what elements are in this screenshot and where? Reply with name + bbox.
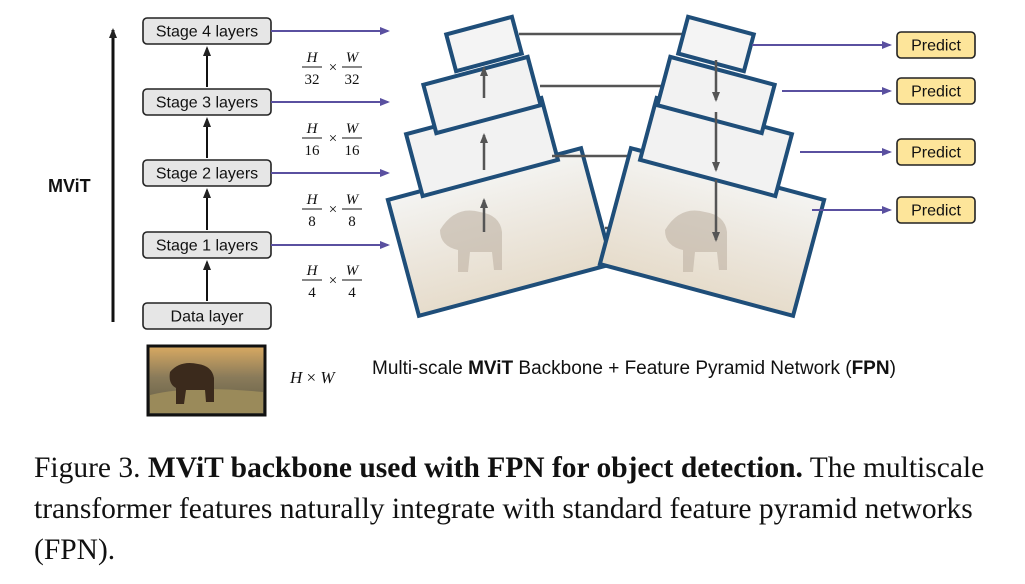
backbone-feature-pyramid: [385, 14, 615, 319]
scale-1-8-den-h: 8: [308, 214, 316, 230]
scale-1-16-times: ×: [329, 131, 337, 147]
predict-box-2: Predict: [896, 77, 976, 105]
scale-1-32-den-h: 32: [305, 72, 320, 88]
backbone-level-4: [443, 14, 525, 74]
stage-3-label: Stage 3 layers: [156, 95, 258, 112]
scale-1-32-num-w: W: [346, 50, 360, 66]
stage-4-label: Stage 4 layers: [156, 24, 258, 41]
scale-1-8-num-w: W: [346, 192, 360, 208]
backbone-level-3: [420, 54, 544, 136]
data-layer-box: Data layer: [142, 302, 272, 330]
scale-1-4-den-w: 4: [348, 285, 356, 301]
scale-1-16-den-w: 16: [345, 143, 361, 159]
fpn-level-4: [675, 14, 757, 74]
input-size-times: ×: [306, 368, 317, 387]
stage-4-box: Stage 4 layers: [142, 17, 272, 45]
diagram-caption-mvit: MViT: [468, 358, 514, 379]
diagram-caption-pre: Multi-scale: [372, 358, 469, 379]
input-size-w: W: [320, 368, 335, 387]
scale-1-4-num-h: H: [306, 263, 319, 279]
input-size-label: H × W: [290, 368, 335, 388]
mvit-label: MViT: [48, 176, 91, 196]
stage-2-label: Stage 2 layers: [156, 166, 258, 183]
figure-label: Figure 3.: [34, 452, 141, 484]
predict-label-4: Predict: [911, 203, 961, 220]
scale-1-4-den-h: 4: [308, 285, 316, 301]
scale-1-8-den-w: 8: [348, 214, 356, 230]
input-size-h: H: [290, 368, 303, 387]
predict-label-3: Predict: [911, 145, 961, 162]
fpn-feature-pyramid: [597, 14, 827, 319]
scale-1-8: H 8 × W 8: [302, 192, 362, 230]
predict-label-1: Predict: [911, 38, 961, 55]
diagram-caption-fpn: FPN: [851, 358, 890, 379]
figure-body: The multiscale transformer features natu…: [34, 452, 985, 566]
scale-1-16-num-h: H: [306, 121, 319, 137]
stage-2-box: Stage 2 layers: [142, 159, 272, 187]
stage-1-label: Stage 1 layers: [156, 238, 258, 255]
predict-label-2: Predict: [911, 84, 961, 101]
data-layer-label: Data layer: [171, 309, 245, 326]
scale-1-16-den-h: 16: [305, 143, 321, 159]
predict-box-1: Predict: [896, 31, 976, 59]
figure-caption: Figure 3. MViT backbone used with FPN fo…: [34, 448, 994, 571]
input-image: [146, 344, 267, 417]
scale-1-4-times: ×: [329, 273, 337, 289]
bear-ghost: [440, 210, 502, 272]
fpn-bear-ghost: [665, 210, 727, 272]
scale-1-32-times: ×: [329, 60, 337, 76]
scale-1-16-num-w: W: [346, 121, 360, 137]
diagram-caption: Multi-scale MViT Backbone + Feature Pyra…: [372, 358, 896, 380]
scale-1-32: H 32 × W 32: [302, 50, 362, 88]
diagram: MViT Stage 4 layers Stage 3 layers Stage…: [48, 14, 976, 417]
figure-title: MViT backbone used with FPN for object d…: [147, 452, 803, 484]
diagram-caption-mid: Backbone + Feature Pyramid Network (: [513, 358, 852, 379]
scale-1-32-den-w: 32: [345, 72, 360, 88]
scale-1-8-num-h: H: [306, 192, 319, 208]
scale-1-8-times: ×: [329, 202, 337, 218]
scale-1-4-num-w: W: [346, 263, 360, 279]
scale-1-4: H 4 × W 4: [302, 263, 362, 301]
scale-1-32-num-h: H: [306, 50, 319, 66]
diagram-caption-post: ): [889, 358, 896, 379]
stage-3-box: Stage 3 layers: [142, 88, 272, 116]
predict-box-4: Predict: [896, 196, 976, 224]
scale-1-16: H 16 × W 16: [302, 121, 362, 159]
predict-box-3: Predict: [896, 138, 976, 166]
stage-1-box: Stage 1 layers: [142, 231, 272, 259]
